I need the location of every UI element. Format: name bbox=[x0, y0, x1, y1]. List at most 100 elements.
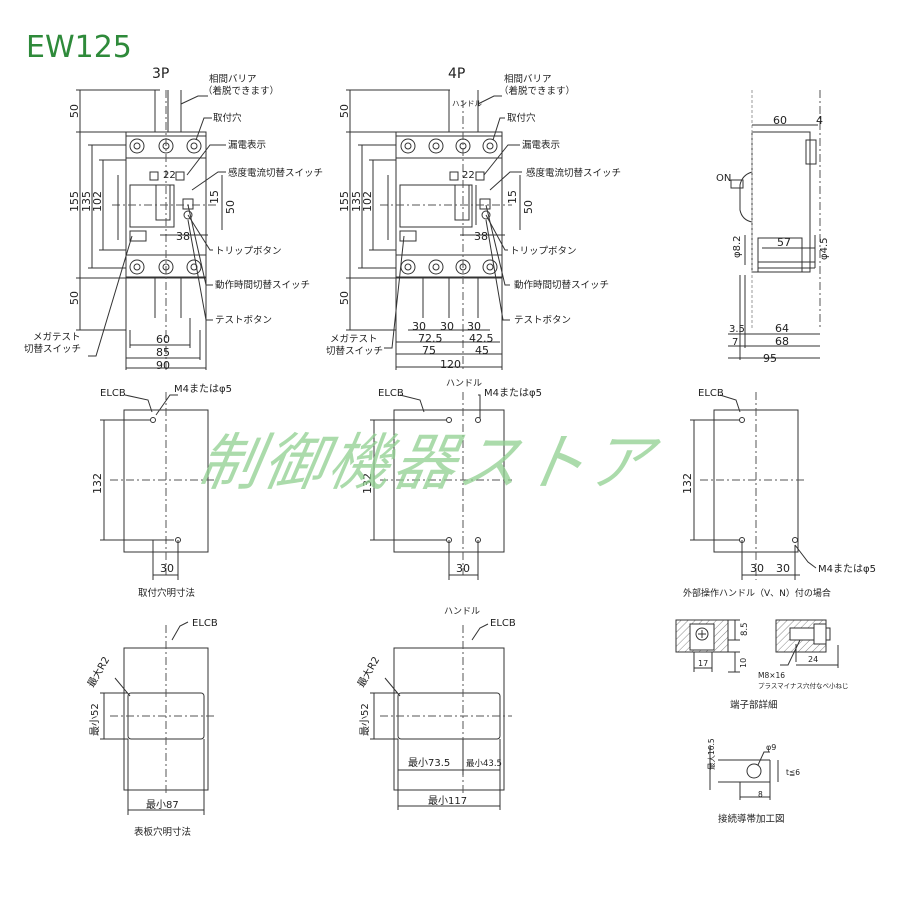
terminal-detail bbox=[675, 619, 839, 673]
dim-3p-15: 15 bbox=[208, 190, 221, 204]
callout-mega-test-switch-3p: 切替スイッチ bbox=[24, 343, 81, 355]
dim-3p-102: 102 bbox=[91, 191, 104, 212]
callout-barrier-3p: 相間バリア bbox=[209, 73, 257, 85]
dim-drill-132-handle: 132 bbox=[681, 473, 694, 494]
callout-leak-indicator-4p: 漏電表示 bbox=[522, 139, 560, 151]
dim-side-3-5: 3.5 bbox=[729, 324, 745, 335]
m4-label-3p: M4またはφ5 bbox=[174, 383, 232, 395]
side-body bbox=[751, 131, 811, 273]
dim-drill-132-4p: 132 bbox=[361, 473, 374, 494]
handle-label-drill-4p: ハンドル bbox=[446, 379, 482, 389]
dim-panel-87: 最小87 bbox=[146, 799, 179, 811]
dim-4p-120: 120 bbox=[440, 358, 461, 371]
dim-3p-85: 85 bbox=[156, 346, 170, 359]
dim-drill-132-3p: 132 bbox=[91, 473, 104, 494]
callout-sensitivity-switch-4p: 感度電流切替スイッチ bbox=[526, 167, 621, 179]
callout-trip-button-4p: トリップボタン bbox=[510, 246, 577, 257]
panel-cutout-4p bbox=[370, 623, 512, 810]
dim-4p-45: 45 bbox=[475, 344, 489, 357]
panel-cutout-3p bbox=[100, 621, 215, 815]
dim-drill-30-4p: 30 bbox=[456, 562, 470, 575]
dim-side-phi8-2: φ8.2 bbox=[732, 236, 743, 259]
dim-side-64: 64 bbox=[775, 322, 789, 335]
dim-3p-22: 22 bbox=[163, 170, 176, 181]
callout-barrier-4p: 相間バリア bbox=[504, 73, 552, 85]
dim-conductor-t6: t≦6 bbox=[786, 768, 800, 777]
callout-leak-indicator-3p: 漏電表示 bbox=[228, 139, 266, 151]
callout-mount-hole-4p: 取付穴 bbox=[507, 112, 536, 124]
drill-template-3p bbox=[100, 392, 215, 580]
m4-label-handle: M4またはφ5 bbox=[818, 563, 876, 575]
dim-3p-38: 38 bbox=[176, 230, 190, 243]
dim-3p-top: 50 bbox=[68, 104, 81, 118]
dim-side-4: 4 bbox=[816, 114, 823, 127]
dim-panel-52-3p: 最小52 bbox=[89, 703, 101, 736]
dim-terminal-8-5: 8.5 bbox=[740, 622, 750, 636]
handle-label-panel-4p: ハンドル bbox=[444, 607, 480, 617]
dim-conductor-16-5: 最大16.5 bbox=[706, 738, 716, 770]
elcb-label-4p: ELCB bbox=[378, 388, 404, 399]
pole-4p-label: 4P bbox=[448, 66, 465, 82]
side-view bbox=[728, 90, 821, 360]
dim-panel-52-4p: 最小52 bbox=[359, 703, 371, 736]
dim-4p-22: 22 bbox=[462, 170, 475, 181]
watermark: 制御機器ストア bbox=[192, 426, 661, 499]
dim-conductor-phi9: φ9 bbox=[766, 743, 776, 752]
dim-4p-102: 102 bbox=[361, 191, 374, 212]
callout-time-switch-3p: 動作時間切替スイッチ bbox=[215, 279, 310, 291]
caption-terminal: 端子部詳細 bbox=[730, 699, 778, 711]
dim-drill-30-3p: 30 bbox=[160, 562, 174, 575]
dim-side-7: 7 bbox=[732, 337, 738, 348]
dim-4p-75: 75 bbox=[422, 344, 436, 357]
m4-label-4p: M4またはφ5 bbox=[484, 387, 542, 399]
callout-mega-test-4p: メガテスト bbox=[330, 334, 378, 345]
dim-panel-43-5: 最小43.5 bbox=[466, 758, 502, 769]
dim-4p-42-5: 42.5 bbox=[469, 332, 494, 345]
dim-side-68: 68 bbox=[775, 335, 789, 348]
elcb-label-3p: ELCB bbox=[100, 388, 126, 399]
dim-4p-30b: 30 bbox=[440, 320, 454, 333]
conductor-detail bbox=[709, 745, 779, 800]
callout-mega-test-3p: メガテスト bbox=[33, 332, 81, 343]
dim-3p-155: 155 bbox=[68, 191, 81, 212]
callout-time-switch-4p: 動作時間切替スイッチ bbox=[514, 279, 609, 291]
front-view-4p bbox=[346, 89, 522, 370]
pole-3p-label: 3P bbox=[152, 66, 169, 82]
callout-trip-button-3p: トリップボタン bbox=[215, 246, 282, 257]
dim-panel-117: 最小117 bbox=[428, 795, 467, 807]
dim-3p-90: 90 bbox=[156, 359, 170, 372]
r2-label-3p: 最大R2 bbox=[84, 654, 112, 689]
caption-conductor: 接続導帯加工図 bbox=[718, 813, 785, 825]
callout-test-button-4p: テストボタン bbox=[514, 315, 571, 326]
dim-3p-50: 50 bbox=[224, 200, 237, 214]
dim-side-57: 57 bbox=[777, 236, 791, 249]
dim-3p-60: 60 bbox=[156, 333, 170, 346]
callout-mega-test-switch-4p: 切替スイッチ bbox=[326, 345, 383, 357]
dim-conductor-8: 8 bbox=[758, 790, 763, 799]
side-on-label: ON bbox=[716, 173, 731, 184]
dim-terminal-17: 17 bbox=[698, 659, 708, 668]
dim-drill-30a-handle: 30 bbox=[750, 562, 764, 575]
caption-panel: 表板穴明寸法 bbox=[134, 826, 191, 838]
callout-test-button-3p: テストボタン bbox=[215, 315, 272, 326]
dim-side-95: 95 bbox=[763, 352, 777, 365]
drill-template-4p bbox=[370, 392, 512, 580]
dim-4p-135: 135 bbox=[350, 191, 363, 212]
callout-barrier-note-4p: （着脱できます） bbox=[499, 85, 575, 97]
dim-terminal-10: 10 bbox=[739, 658, 748, 668]
dim-panel-73-5: 最小73.5 bbox=[408, 757, 450, 769]
dim-side-phi4-5: φ4.5 bbox=[819, 238, 830, 261]
r2-label-4p: 最大R2 bbox=[354, 654, 382, 689]
model-title: EW125 bbox=[26, 30, 132, 65]
dim-4p-15: 15 bbox=[506, 190, 519, 204]
drill-template-handle bbox=[690, 392, 817, 580]
dim-4p-50: 50 bbox=[522, 200, 535, 214]
callout-barrier-note-3p: （着脱できます） bbox=[203, 85, 279, 97]
callout-mount-hole-3p: 取付穴 bbox=[213, 112, 242, 124]
caption-handle: 外部操作ハンドル（V、N）付の場合 bbox=[683, 587, 831, 599]
caption-drill: 取付穴明寸法 bbox=[138, 587, 195, 599]
callout-sensitivity-switch-3p: 感度電流切替スイッチ bbox=[228, 167, 323, 179]
dim-4p-30a: 30 bbox=[412, 320, 426, 333]
